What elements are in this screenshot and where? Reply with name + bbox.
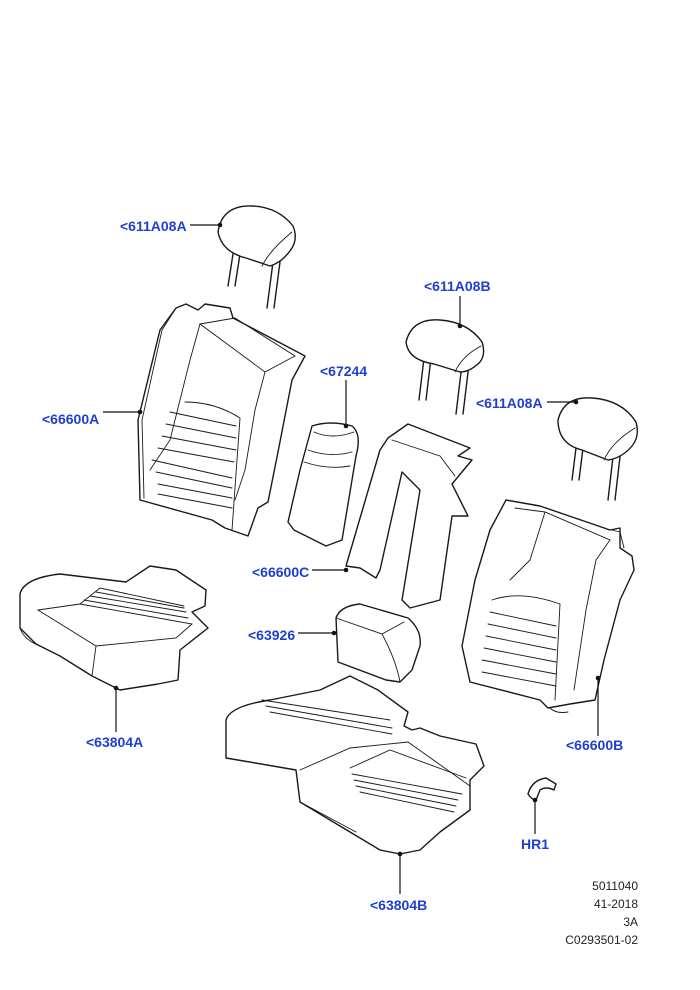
headrest-left-top[interactable] [217,205,296,309]
armrest[interactable] [287,422,359,547]
leader-lines [103,222,601,894]
reference-number: 5011040 [592,879,638,893]
reference-revision: 3A [623,915,638,929]
callout-63804b[interactable]: <63804B [370,897,428,913]
callout-66600b[interactable]: <66600B [566,737,624,753]
reference-date: 41-2018 [593,897,638,911]
cushion-left[interactable] [19,565,209,691]
backrest-center[interactable] [345,423,473,609]
callout-611a08b[interactable]: <611A08B [424,278,491,294]
callout-63926[interactable]: <63926 [248,627,296,643]
armrest-pad[interactable] [335,603,421,683]
headrest-right[interactable] [557,397,639,501]
clip-hr1[interactable] [527,777,557,801]
headrest-center[interactable] [405,319,485,415]
callout-66600c[interactable]: <66600C [252,564,310,580]
cushion-bottom[interactable] [225,675,485,855]
callout-hr1[interactable]: HR1 [521,836,550,852]
callout-67244[interactable]: <67244 [320,363,368,379]
reference-illustration-id: C0293501-02 [565,933,638,947]
backrest-left[interactable] [137,303,306,537]
backrest-right[interactable] [461,499,635,713]
callout-63804a[interactable]: <63804A [86,734,144,750]
callout-611a08a-top-left[interactable]: <611A08A [120,218,187,234]
callout-611a08a-right[interactable]: <611A08A [476,395,543,411]
callout-66600a[interactable]: <66600A [42,411,100,427]
